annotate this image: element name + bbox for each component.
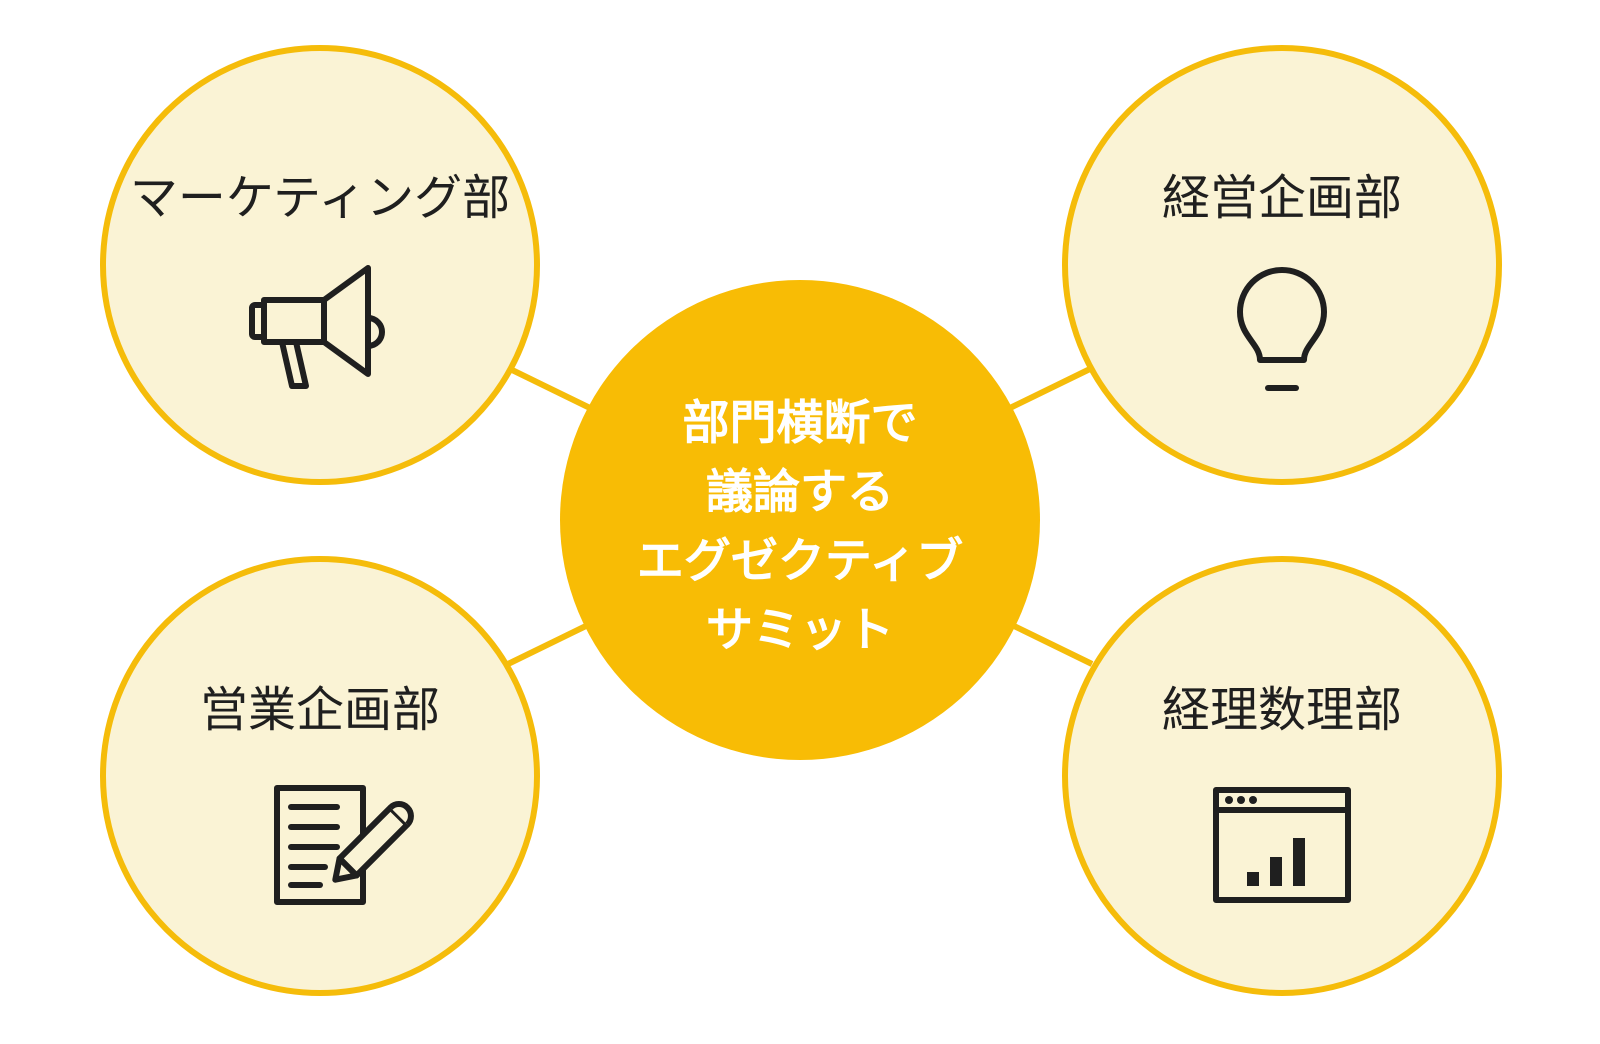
node-marketing-label: マーケティング部	[130, 170, 510, 226]
hub-line-1: 部門横断で	[683, 396, 918, 451]
connector-corporate-planning	[1008, 365, 1094, 411]
bar-chart-window-icon	[1213, 787, 1351, 903]
document-pen-icon	[274, 785, 414, 905]
hub-line-4: サミット	[706, 603, 894, 658]
megaphone-icon	[249, 265, 385, 389]
node-corporate-planning-label: 経営企画部	[1162, 170, 1402, 226]
lightbulb-icon	[1237, 267, 1327, 391]
node-sales-planning-circle	[100, 556, 540, 996]
node-sales-planning: 営業企画部	[100, 556, 540, 996]
node-corporate-planning-circle	[1062, 45, 1502, 485]
hub-circle	[560, 280, 1040, 760]
connectors	[506, 365, 1094, 667]
hub: 部門横断で 議論する エグゼクティブ サミット	[560, 280, 1040, 760]
connector-sales-planning	[506, 621, 592, 667]
node-accounting-data-circle	[1062, 556, 1502, 996]
hub-line-3: エグゼクティブ	[637, 534, 963, 589]
connector-accounting-data	[1008, 621, 1094, 667]
node-marketing-circle	[100, 45, 540, 485]
connector-marketing	[506, 365, 592, 411]
node-corporate-planning: 経営企画部	[1062, 45, 1502, 485]
hub-line-2: 議論する	[706, 465, 894, 520]
node-sales-planning-label: 営業企画部	[200, 682, 440, 738]
node-accounting-data: 経理数理部	[1062, 556, 1502, 996]
node-accounting-data-label: 経理数理部	[1162, 682, 1402, 738]
node-marketing: マーケティング部	[100, 45, 540, 485]
